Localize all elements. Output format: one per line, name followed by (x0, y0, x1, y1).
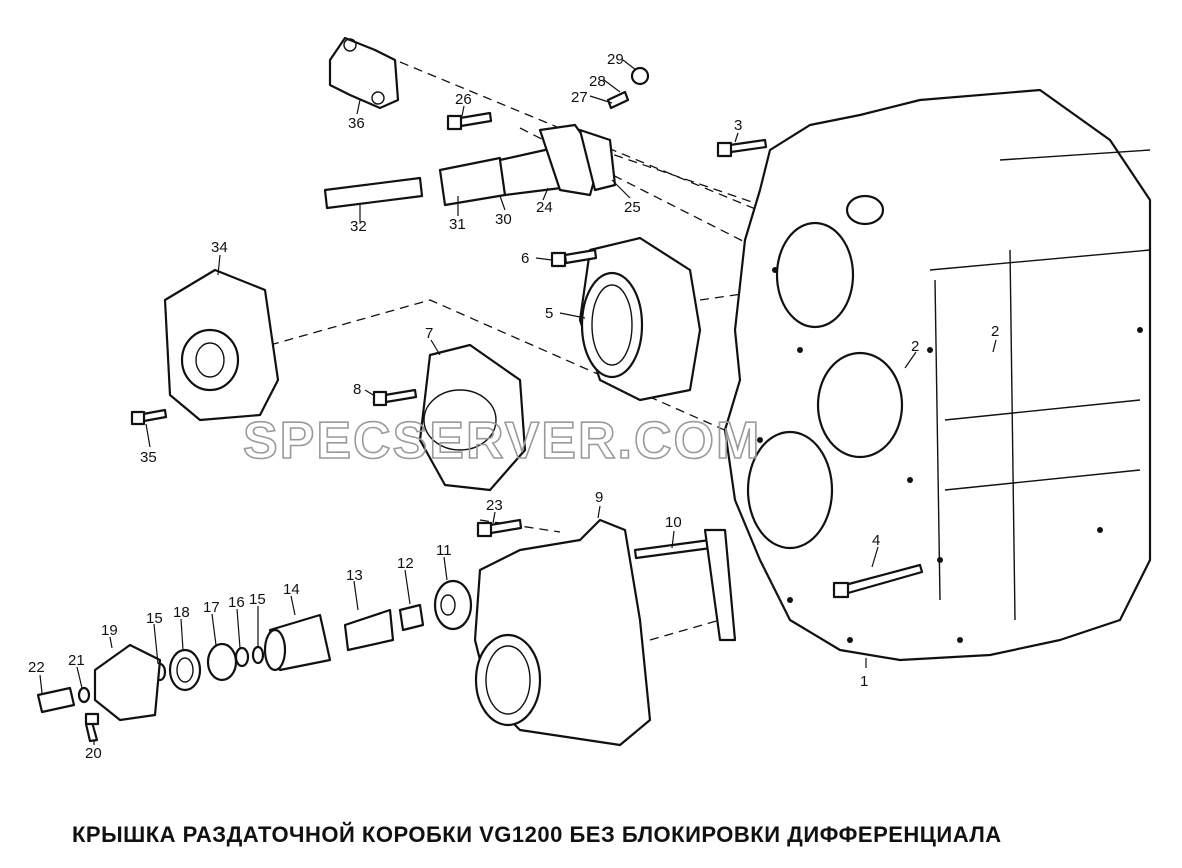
callout-16: 16 (228, 594, 245, 611)
callout-4: 4 (872, 532, 880, 549)
bolt-20 (84, 712, 100, 743)
callout-21: 21 (68, 652, 85, 669)
bracket-36 (328, 36, 400, 110)
callout-28: 28 (589, 73, 606, 90)
callout-23: 23 (486, 497, 503, 514)
pin-12 (398, 603, 425, 632)
callout-15a: 15 (146, 610, 163, 627)
bolt-35 (130, 408, 168, 426)
diagram-caption: КРЫШКА РАЗДАТОЧНОЙ КОРОБКИ VG1200 БЕЗ БЛ… (72, 822, 1002, 847)
bolt-4 (832, 563, 924, 599)
shift-cylinder-assembly (323, 123, 617, 210)
callout-35: 35 (140, 449, 157, 466)
callout-3: 3 (734, 117, 742, 134)
sensor-22 (36, 686, 76, 714)
callout-10: 10 (665, 514, 682, 531)
ring-15-right (251, 645, 265, 665)
bolt-3 (716, 138, 768, 158)
bolt-6 (550, 248, 598, 268)
callout-25: 25 (624, 199, 641, 216)
spring-13 (343, 608, 395, 652)
callout-11: 11 (436, 542, 452, 559)
callout-36: 36 (348, 115, 365, 132)
bolt-8 (372, 388, 418, 407)
callout-20: 20 (85, 745, 102, 762)
callout-18: 18 (173, 604, 190, 621)
callout-17: 17 (203, 599, 220, 616)
callout-13: 13 (346, 567, 363, 584)
watermark-text: SPECSERVER.COM (243, 412, 761, 470)
callout-31: 31 (449, 216, 466, 233)
cover-19 (93, 643, 162, 722)
piston-11 (433, 579, 473, 631)
callout-7: 7 (425, 325, 433, 342)
callout-14: 14 (283, 581, 300, 598)
callout-32: 32 (350, 218, 367, 235)
callout-29: 29 (607, 51, 624, 68)
bearing-cover-5 (578, 236, 702, 402)
plug-27-28-29 (606, 66, 650, 110)
transfer-case-housing (723, 88, 1152, 662)
callout-8: 8 (353, 381, 361, 398)
callout-26: 26 (455, 91, 472, 108)
flange-34 (163, 268, 280, 422)
callout-12: 12 (397, 555, 414, 572)
bolt-26 (446, 111, 493, 131)
callout-2b: 2 (991, 323, 999, 340)
callout-9: 9 (595, 489, 603, 506)
callout-5: 5 (545, 305, 553, 322)
selector-housing-9 (473, 518, 652, 747)
callout-2a: 2 (911, 338, 919, 355)
callout-22: 22 (28, 659, 45, 676)
callout-labels: 1 2 2 3 4 5 6 7 8 9 10 11 12 13 14 15 15… (28, 51, 999, 762)
callout-19: 19 (101, 622, 118, 639)
piston-17 (206, 642, 238, 682)
seal-18 (168, 648, 202, 692)
callout-34: 34 (211, 239, 228, 256)
sleeve-14 (263, 613, 332, 672)
ring-21 (77, 686, 91, 704)
callout-1: 1 (860, 673, 868, 690)
washer-16 (234, 646, 250, 668)
callout-30: 30 (495, 211, 512, 228)
fork-10 (633, 528, 737, 642)
cover-7 (418, 343, 527, 492)
callout-24: 24 (536, 199, 553, 216)
callout-6: 6 (521, 250, 529, 267)
callout-27: 27 (571, 89, 588, 106)
callout-15b: 15 (249, 591, 266, 608)
bolt-23 (476, 518, 523, 538)
leader-lines (39, 59, 997, 745)
